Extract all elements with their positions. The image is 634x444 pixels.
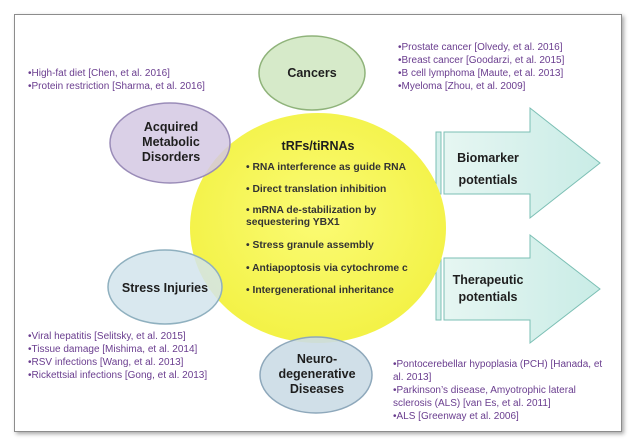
mechanism-item: • mRNA de-stabilization by sequestering … <box>246 205 377 228</box>
mechanism-text: mRNA de-stabilization by sequestering YB… <box>246 205 377 228</box>
ref-item: •Protein restriction [Sharma, et al. 201… <box>28 81 205 92</box>
therapeutic-label: Therapeutic potentials <box>452 273 524 304</box>
stress-label: Stress Injuries <box>121 281 209 295</box>
mechanism-text: Antiapoptosis via cytochrome c <box>252 263 408 274</box>
metabolic-ellipse <box>109 102 231 184</box>
stress-refs: •Viral hepatitis [Selitsky, et al. 2015]… <box>28 330 207 382</box>
neuro-label: Neuro-degenerative Diseases <box>278 352 356 396</box>
metabolic-refs: •High-fat diet [Chen, et al. 2016] •Prot… <box>28 67 205 93</box>
mechanism-text: Stress granule assembly <box>252 240 374 251</box>
mechanism-item: • RNA interference as guide RNA <box>246 162 407 173</box>
neuro-ellipse <box>259 336 373 414</box>
therapeutic-arrow-shape <box>435 233 601 345</box>
ref-item: •Prostate cancer [Olvedy, et al. 2016] <box>398 42 563 53</box>
stress-ellipse <box>107 249 223 325</box>
ref-item: •Myeloma [Zhou, et al. 2009] <box>398 81 526 92</box>
mechanism-text: Intergenerational inheritance <box>252 285 394 296</box>
cancers-label: Cancers <box>287 66 337 80</box>
ref-item: •High-fat diet [Chen, et al. 2016] <box>28 68 170 79</box>
biomarker-label: Biomarker potentials <box>457 151 519 187</box>
cancers-ellipse <box>258 35 366 111</box>
mechanism-item: • Antiapoptosis via cytochrome c <box>246 263 408 274</box>
ref-item: •Breast cancer [Goodarzi, et al. 2015] <box>398 55 565 66</box>
metabolic-label: Acquired Metabolic Disorders <box>141 120 201 164</box>
biomarker-arrow-shape <box>435 106 601 220</box>
mechanism-text: Direct translation inhibition <box>252 184 387 195</box>
mechanism-text: RNA interference as guide RNA <box>252 162 407 173</box>
ref-item: •ALS [Greenway et al. 2006] <box>393 411 519 422</box>
center-title: tRFs/tiRNAs <box>281 139 355 153</box>
ref-item: •Pontocerebellar hypoplasia (PCH) [Hanad… <box>393 359 603 383</box>
mechanism-item: • Intergenerational inheritance <box>246 285 394 296</box>
center-circle <box>190 113 446 343</box>
ref-item: •Viral hepatitis [Selitsky, et al. 2015] <box>28 331 186 342</box>
mechanism-item: • Direct translation inhibition <box>246 184 387 195</box>
ref-item: •Rickettsial infections [Gong, et al. 20… <box>28 370 208 381</box>
ref-item: •B cell lymphoma [Maute, et al. 2013] <box>398 68 564 79</box>
cancers-refs: •Prostate cancer [Olvedy, et al. 2016] •… <box>398 41 564 93</box>
mechanism-item: • Stress granule assembly <box>246 240 374 251</box>
ref-item: •Parkinson’s disease, Amyotrophic latera… <box>393 385 576 409</box>
ref-item: •RSV infections [Wang, et al. 2013] <box>28 357 184 368</box>
ref-item: •Tissue damage [Mishima, et al. 2014] <box>28 344 198 355</box>
neuro-refs: •Pontocerebellar hypoplasia (PCH) [Hanad… <box>393 358 608 423</box>
